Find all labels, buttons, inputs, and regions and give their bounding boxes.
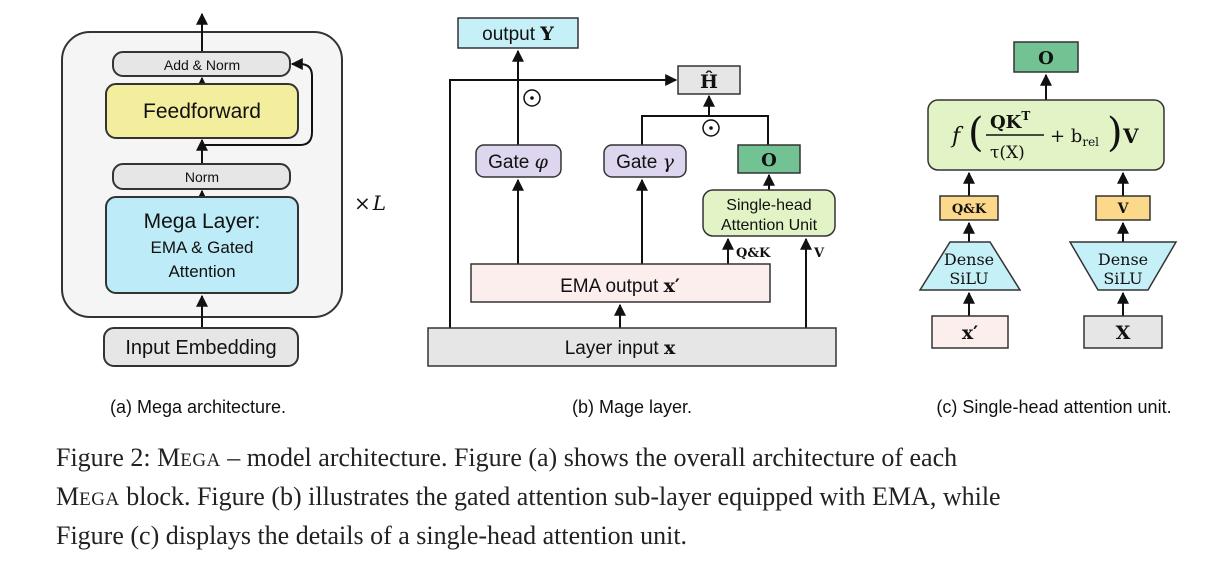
qk-box [939,195,999,221]
output-y-box [457,17,579,49]
mega-layer-title: Mega Layer: [144,210,261,233]
gate-gamma-label: Gate γ [616,151,674,173]
formula-numerator: QKT [990,109,1030,133]
o-label: O [761,150,777,171]
dense-silu-right-shape [1068,241,1178,291]
panel-a-mega-architecture: Add & Norm Feedforward Norm Mega Layer: … [61,12,386,417]
o-box [737,144,801,174]
ema-output-label: EMA output x′ [560,275,680,297]
attention-formula-box [927,99,1165,171]
residual-arrow [202,58,313,146]
attention-unit-line2: Attention Unit [721,217,818,234]
v-box [1095,195,1151,221]
ema-output-box [470,263,771,303]
input-embedding-label: Input Embedding [125,337,276,359]
layer-input-box [427,327,837,367]
layer-input-to-h-arrow [449,74,678,328]
attention-formula: f ( QKT τ(X) + brel ) V [950,109,1139,163]
add-norm-label: Add & Norm [164,57,240,73]
panel-b-caption: (b) Mage layer. [572,397,692,417]
mega-layer-box [105,196,299,294]
v-label-c: V [1117,201,1130,217]
figure-caption: Figure 2: MEGA – model architecture. Fig… [56,443,1001,550]
formula-denominator: τ(X) [990,143,1025,163]
xprime-label: x′ [962,322,978,344]
x-box [1083,315,1163,349]
dense-silu-left-shape [918,241,1022,291]
input-embedding-box [103,327,299,367]
formula-bias: + brel [1050,126,1099,149]
odot-icon-2-center [709,126,713,130]
norm-box [112,163,291,190]
gate-phi-label: Gate φ [488,151,548,173]
add-norm-box [112,51,291,77]
feedforward-label: Feedforward [143,100,261,123]
panel-c-attention-unit: O f ( QKT τ(X) + brel ) V Q&K V Dense Si… [918,41,1178,417]
formula-paren-right: ) [1107,110,1123,156]
qk-label-c: Q&K [952,202,987,217]
attention-unit-line1: Single-head [726,197,811,214]
panel-a-caption: (a) Mega architecture. [110,397,286,417]
h-hat-label: Ĥ [700,70,718,93]
formula-paren-left: ( [968,110,984,156]
h-hat-box [677,65,741,95]
o-label-c: O [1038,48,1054,69]
qk-label-b: Q&K [736,246,771,261]
dense-right-line1: Dense [1098,250,1148,269]
panel-c-caption: (c) Single-head attention unit. [936,397,1171,417]
odot-icon-center [530,96,534,100]
xprime-box [931,315,1009,349]
mega-layer-line3: Attention [168,262,235,281]
panel-b-mega-layer: output Y Ĥ Gate φ Gate γ O Single-head A… [427,17,837,417]
x-label: X [1116,322,1131,344]
repeat-label: ×L [354,191,386,215]
figure-diagram: Add & Norm Feedforward Norm Mega Layer: … [61,12,1178,417]
gamma-o-join-line [641,115,769,145]
dense-right-line2: SiLU [1103,269,1142,288]
dense-left-line2: SiLU [949,269,988,288]
dense-left-line1: Dense [944,250,994,269]
layer-input-label: Layer input x [565,337,676,359]
attention-unit-box [702,189,836,237]
formula-v: V [1122,124,1139,148]
o-box-c [1013,41,1079,73]
v-label-b: V [813,246,825,261]
norm-label: Norm [185,169,219,185]
mega-layer-line2: EMA & Gated [151,238,254,257]
gate-gamma-box [603,144,687,178]
feedforward-box [105,83,299,139]
gate-phi-box [475,144,562,178]
output-y-label: output Y [482,23,554,45]
